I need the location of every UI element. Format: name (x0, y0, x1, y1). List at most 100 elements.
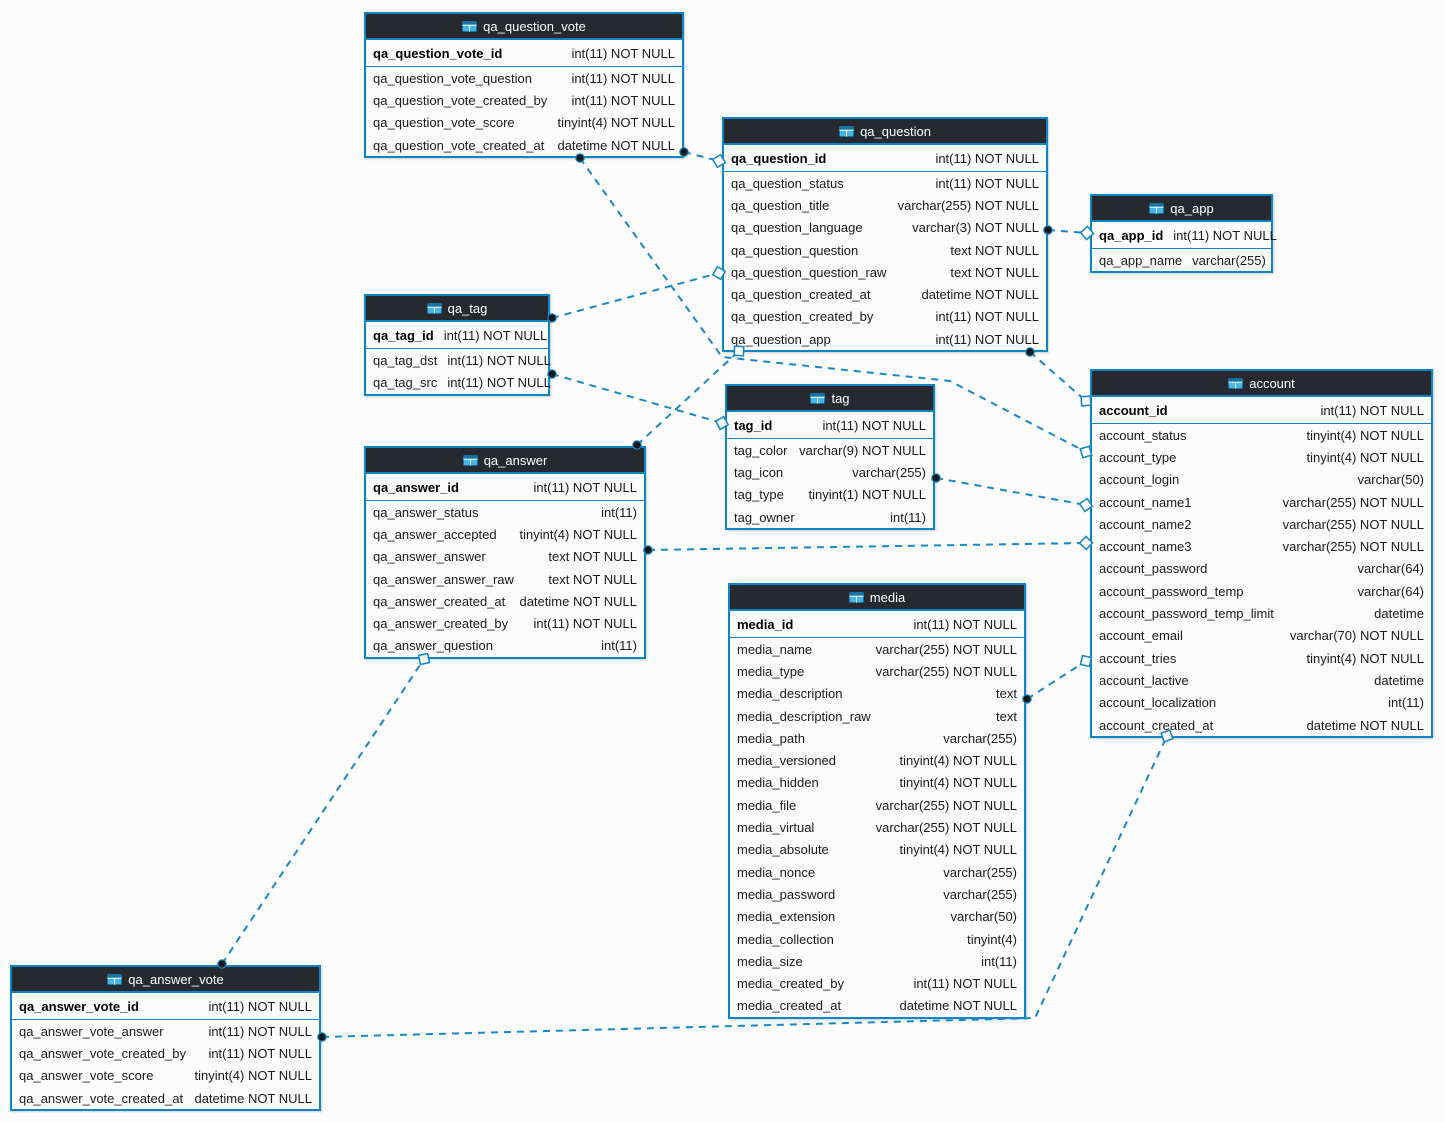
field-name: qa_answer_vote_id (19, 998, 139, 1014)
field-name: media_nonce (737, 864, 816, 880)
field-name: qa_answer_created_by (373, 616, 509, 632)
field-type: int(11) NOT NULL (935, 331, 1039, 347)
relationship-qa_question-account[interactable] (1029, 351, 1087, 402)
relationship-qa_tag-tag[interactable] (551, 373, 723, 424)
field-row-media_size: media_size int(11) (730, 950, 1024, 972)
relationship-qa_answer_vote-qa_answer[interactable] (221, 658, 425, 965)
field-name: qa_question_vote_question (373, 70, 533, 86)
field-name: qa_question_status (731, 175, 844, 191)
field-type: varchar(255) (943, 886, 1017, 902)
table-header-tag[interactable]: tag (727, 386, 933, 412)
field-type: datetime NOT NULL (1306, 717, 1424, 733)
relationship-media-account[interactable] (1026, 660, 1087, 700)
pk-field-row-qa_answer_vote_id: qa_answer_vote_id int(11) NOT NULL (12, 993, 319, 1019)
field-type: varchar(255) (1192, 252, 1266, 268)
field-name: qa_question_created_at (731, 287, 871, 303)
field-name: media_description_raw (737, 708, 871, 724)
table-header-qa_question[interactable]: qa_question (724, 119, 1046, 145)
field-name: account_tries (1099, 650, 1177, 666)
pk-section: qa_answer_id int(11) NOT NULL (366, 474, 644, 501)
table-title: tag (831, 390, 850, 406)
field-type: varchar(255) NOT NULL (897, 197, 1039, 213)
relationship-qa_question-qa_app[interactable] (1047, 229, 1088, 234)
field-type: text NOT NULL (548, 571, 637, 587)
relationship-qa_answer-qa_question[interactable] (636, 350, 740, 446)
table-header-media[interactable]: media (730, 585, 1024, 611)
field-type: int(11) (981, 953, 1017, 969)
field-type: varchar(64) (1357, 583, 1424, 599)
field-type: int(11) NOT NULL (533, 479, 637, 495)
field-type: tinyint(4) NOT NULL (1306, 650, 1424, 666)
field-type: text (996, 708, 1017, 724)
field-name: qa_answer_question (373, 638, 493, 654)
field-name: qa_answer_vote_answer (19, 1023, 164, 1039)
table-qa_answer_vote[interactable]: qa_answer_vote qa_answer_vote_id int(11) N… (10, 965, 321, 1112)
field-type: text NOT NULL (950, 242, 1039, 258)
relationship-qa_question_vote-qa_question[interactable] (683, 151, 720, 162)
field-name: media_name (737, 641, 813, 657)
field-type: int(11) NOT NULL (208, 998, 312, 1014)
table-grid-icon (426, 302, 442, 314)
field-name: tag_type (734, 487, 784, 503)
field-name: tag_icon (734, 464, 784, 480)
relationship-tag-account[interactable] (935, 477, 1087, 506)
table-header-qa_tag[interactable]: qa_tag (366, 296, 548, 322)
field-name: account_login (1099, 472, 1180, 488)
field-type: datetime NOT NULL (194, 1090, 312, 1106)
field-type: text (996, 686, 1017, 702)
relationship-qa_question_vote-account[interactable] (579, 157, 1087, 453)
table-header-qa_answer[interactable]: qa_answer (366, 448, 644, 474)
field-name: qa_answer_accepted (373, 526, 497, 542)
relationship-qa_tag-qa_question[interactable] (551, 272, 720, 319)
table-header-qa_app[interactable]: qa_app (1092, 196, 1271, 222)
table-header-account[interactable]: account (1092, 371, 1431, 397)
field-name: qa_answer_id (373, 479, 459, 495)
field-name: account_name3 (1099, 539, 1192, 555)
table-header-qa_question_vote[interactable]: qa_question_vote (366, 14, 682, 40)
relationship-qa_answer_vote-account[interactable] (321, 735, 1168, 1038)
field-name: media_size (737, 953, 803, 969)
field-name: qa_app_name (1099, 252, 1183, 268)
relationship-qa_answer-account[interactable] (647, 542, 1087, 551)
table-header-qa_answer_vote[interactable]: qa_answer_vote (12, 967, 319, 993)
field-type: int(11) NOT NULL (208, 1045, 312, 1061)
